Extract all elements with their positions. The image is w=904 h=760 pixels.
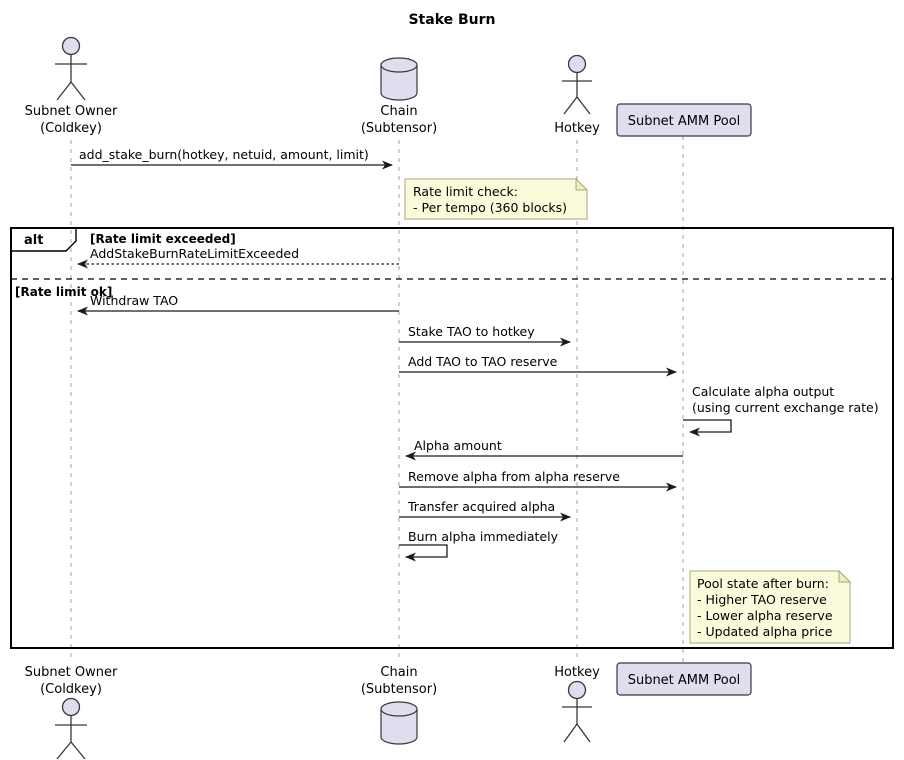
database-body-icon xyxy=(380,64,418,101)
fragment-border xyxy=(10,227,894,649)
actor-head-icon xyxy=(567,680,587,700)
note-line: - Per tempo (360 blocks) xyxy=(413,200,567,215)
actor-head-icon xyxy=(61,36,81,56)
participant-label-line1: Hotkey xyxy=(554,121,600,136)
message-add-stake-burn[interactable]: add_stake_burn(hotkey, netuid, amount, l… xyxy=(71,147,393,170)
self-message-label-line1: Burn alpha immediately xyxy=(408,529,559,544)
message-remove-alpha-from-alpha-reserve[interactable]: Remove alpha from alpha reserve xyxy=(399,469,677,492)
participant-footer-hotkey[interactable]: Hotkey xyxy=(554,665,600,743)
participant-label-line2: (Coldkey) xyxy=(40,682,102,697)
participant-label-line1: Subnet Owner xyxy=(25,104,118,119)
fragment-guard-1: [Rate limit exceeded] xyxy=(90,232,236,246)
database-top-icon xyxy=(380,57,418,73)
database-body-icon xyxy=(380,708,418,745)
message-label: Withdraw TAO xyxy=(90,293,178,308)
message-withdraw-tao[interactable]: Withdraw TAO xyxy=(77,293,399,316)
note-rate-limit-check: Rate limit check: - Per tempo (360 block… xyxy=(404,177,589,220)
message-label: Stake TAO to hotkey xyxy=(408,324,535,339)
note-line: Rate limit check: xyxy=(413,184,518,199)
note-body xyxy=(689,570,851,644)
note-line: - Lower alpha reserve xyxy=(697,608,833,623)
participant-box xyxy=(616,662,752,696)
participant-label-line2: (Subtensor) xyxy=(361,121,437,136)
message-add-stake-burn-rate-limit-exceeded[interactable]: AddStakeBurnRateLimitExceeded xyxy=(77,246,399,269)
note-body xyxy=(404,178,588,220)
actor-leg-right-icon xyxy=(576,96,591,115)
alt-fragment: alt [Rate limit exceeded] [Rate limit ok… xyxy=(10,227,894,649)
database-top-icon xyxy=(380,701,418,717)
message-transfer-acquired-alpha[interactable]: Transfer acquired alpha xyxy=(399,499,571,522)
participant-label-line1: Chain xyxy=(380,665,417,680)
actor-head-icon xyxy=(61,697,81,717)
self-message-calculate-alpha-output[interactable]: Calculate alpha output (using current ex… xyxy=(683,384,879,437)
self-message-burn-alpha-immediately[interactable]: Burn alpha immediately xyxy=(399,529,559,562)
participant-footer-subnet-owner[interactable]: Subnet Owner (Coldkey) xyxy=(25,665,118,760)
fragment-guard-2: [Rate limit ok] xyxy=(15,285,112,299)
participant-label-line1: Subnet Owner xyxy=(25,665,118,680)
participant-label-line1: Subnet AMM Pool xyxy=(628,673,741,688)
actor-leg-right-icon xyxy=(70,81,86,101)
message-add-tao-to-tao-reserve[interactable]: Add TAO to TAO reserve xyxy=(399,354,677,377)
message-label: Add TAO to TAO reserve xyxy=(408,354,558,369)
fragment-operator-label: alt xyxy=(24,233,43,248)
participant-hotkey[interactable]: Hotkey xyxy=(554,54,600,137)
actor-leg-left-icon xyxy=(563,96,578,115)
page-title: Stake Burn xyxy=(408,12,495,28)
participant-footer-chain[interactable]: Chain (Subtensor) xyxy=(361,665,437,745)
message-alpha-amount[interactable]: Alpha amount xyxy=(405,438,683,461)
message-label: AddStakeBurnRateLimitExceeded xyxy=(90,246,299,261)
fragment-operator-tab xyxy=(10,227,77,252)
participant-subnet-owner[interactable]: Subnet Owner (Coldkey) xyxy=(25,36,118,137)
note-line: Pool state after burn: xyxy=(697,576,829,591)
note-pool-state-after-burn: Pool state after burn: - Higher TAO rese… xyxy=(689,569,852,644)
lifelines-group xyxy=(70,136,684,662)
participant-label-line1: Subnet AMM Pool xyxy=(628,114,741,129)
participant-label-line2: (Coldkey) xyxy=(40,121,102,136)
note-line: - Higher TAO reserve xyxy=(697,592,827,607)
message-label: Transfer acquired alpha xyxy=(407,499,555,514)
note-line: - Updated alpha price xyxy=(697,624,833,639)
participant-subnet-amm-pool[interactable]: Subnet AMM Pool xyxy=(616,103,752,137)
participant-chain[interactable]: Chain (Subtensor) xyxy=(361,57,437,136)
note-fold-corner-icon xyxy=(575,177,589,191)
message-label: Alpha amount xyxy=(414,438,502,453)
self-message-loop xyxy=(683,419,732,437)
actor-leg-right-icon xyxy=(70,741,86,760)
self-message-label-line2: (using current exchange rate) xyxy=(692,400,879,415)
actor-head-icon xyxy=(567,54,587,74)
actor-leg-left-icon xyxy=(56,81,72,101)
actor-leg-left-icon xyxy=(56,741,72,760)
note-fold-corner-icon xyxy=(838,569,852,583)
actor-leg-left-icon xyxy=(563,723,578,743)
message-label: Remove alpha from alpha reserve xyxy=(408,469,620,484)
self-message-loop xyxy=(399,544,448,562)
participant-box xyxy=(616,103,752,137)
participant-label-line1: Chain xyxy=(380,104,417,119)
actor-leg-right-icon xyxy=(576,723,591,743)
self-message-label-line1: Calculate alpha output xyxy=(692,384,834,399)
participant-label-line2: (Subtensor) xyxy=(361,682,437,697)
participant-footer-subnet-amm-pool[interactable]: Subnet AMM Pool xyxy=(616,662,752,696)
message-stake-tao-to-hotkey[interactable]: Stake TAO to hotkey xyxy=(399,324,571,347)
message-label: add_stake_burn(hotkey, netuid, amount, l… xyxy=(79,147,369,162)
participant-label-line1: Hotkey xyxy=(554,665,600,680)
